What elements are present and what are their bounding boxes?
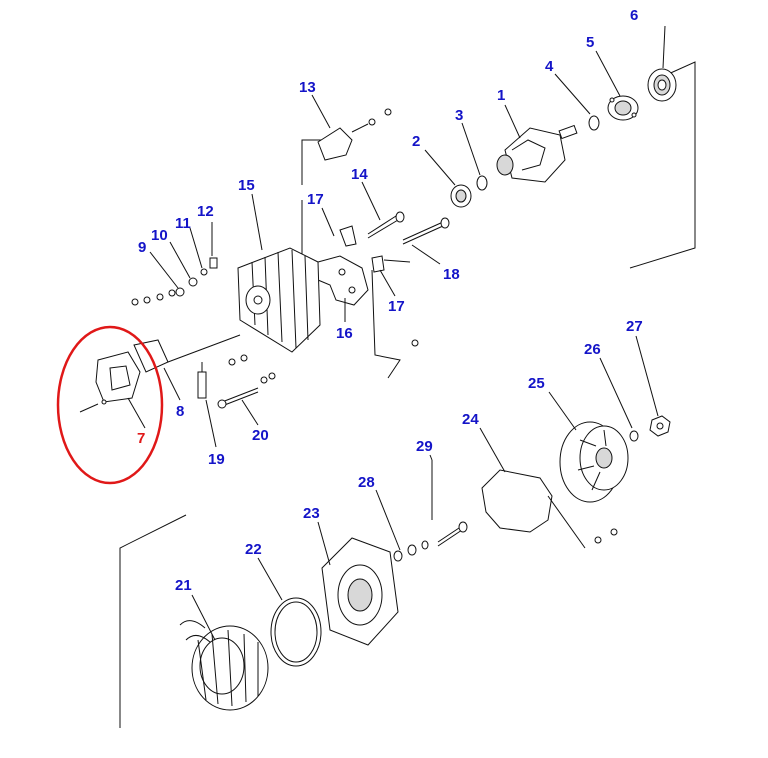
label-part-14: 14: [351, 166, 368, 183]
part-3-spacer: [476, 175, 488, 191]
label-part-12: 12: [197, 203, 214, 220]
wire-lead: [371, 269, 419, 379]
label-part-23: 23: [303, 505, 320, 522]
part-2-bearing: [450, 184, 472, 208]
part-4-collar: [588, 115, 600, 131]
part-5-retainer: [607, 95, 639, 121]
part-20-bolt: [217, 354, 276, 409]
label-part-17b: 17: [388, 298, 405, 315]
label-part-15: 15: [238, 177, 255, 194]
label-part-21: 21: [175, 577, 192, 594]
label-part-17a: 17: [307, 191, 324, 208]
label-part-1: 1: [497, 87, 505, 104]
label-part-11: 11: [175, 215, 191, 232]
part-21-stator: [179, 620, 269, 711]
label-part-3: 3: [455, 107, 463, 124]
part-28-washers: [393, 540, 429, 562]
part-22-ring: [270, 597, 322, 667]
part-13-brush-holder: [317, 108, 392, 161]
label-part-20: 20: [252, 427, 269, 444]
part-6-bearing: [647, 68, 677, 102]
label-part-10: 10: [151, 227, 168, 244]
label-part-8: 8: [176, 403, 184, 420]
label-part-16: 16: [336, 325, 353, 342]
label-part-27: 27: [626, 318, 643, 335]
part-17-clip-lower: [371, 255, 411, 273]
label-part-5: 5: [586, 34, 594, 51]
part-18-screw: [402, 217, 450, 245]
part-labels: 1 2 3 4 5 6 7 8 9 10 11 12 13 14 15 16 1…: [137, 7, 643, 594]
label-part-22: 22: [245, 541, 262, 558]
screws-cover: [547, 495, 618, 549]
part-24-cover: [481, 469, 553, 533]
part-15-rear-frame: [237, 247, 321, 353]
part-16-plate: [317, 255, 369, 306]
label-part-4: 4: [545, 58, 554, 75]
part-14-bolt: [367, 211, 405, 239]
label-part-26: 26: [584, 341, 601, 358]
part-7-regulator: [79, 351, 141, 413]
label-part-29: 29: [416, 438, 433, 455]
label-part-18: 18: [443, 266, 460, 283]
part-1-rotor: [496, 124, 578, 183]
part-29-bolt: [431, 460, 468, 547]
label-part-7: 7: [137, 430, 145, 447]
part-19-condenser: [197, 362, 207, 399]
label-part-28: 28: [358, 474, 375, 491]
part-17-clip-upper: [339, 225, 357, 247]
label-part-25: 25: [528, 375, 545, 392]
label-part-13: 13: [299, 79, 316, 96]
label-part-6: 6: [630, 7, 638, 24]
label-part-19: 19: [208, 451, 225, 468]
label-part-2: 2: [412, 133, 420, 150]
leader-lines: [127, 25, 666, 641]
parts-9-12-fasteners: [131, 257, 218, 306]
reference-lines: [119, 61, 696, 728]
part-27-nut: [649, 415, 671, 437]
highlight-circle: [56, 325, 164, 485]
label-part-24: 24: [462, 411, 479, 428]
label-part-9: 9: [138, 239, 146, 256]
part-23-front-frame: [321, 537, 399, 646]
part-25-fan: [559, 421, 629, 503]
part-26-washer: [629, 430, 639, 442]
